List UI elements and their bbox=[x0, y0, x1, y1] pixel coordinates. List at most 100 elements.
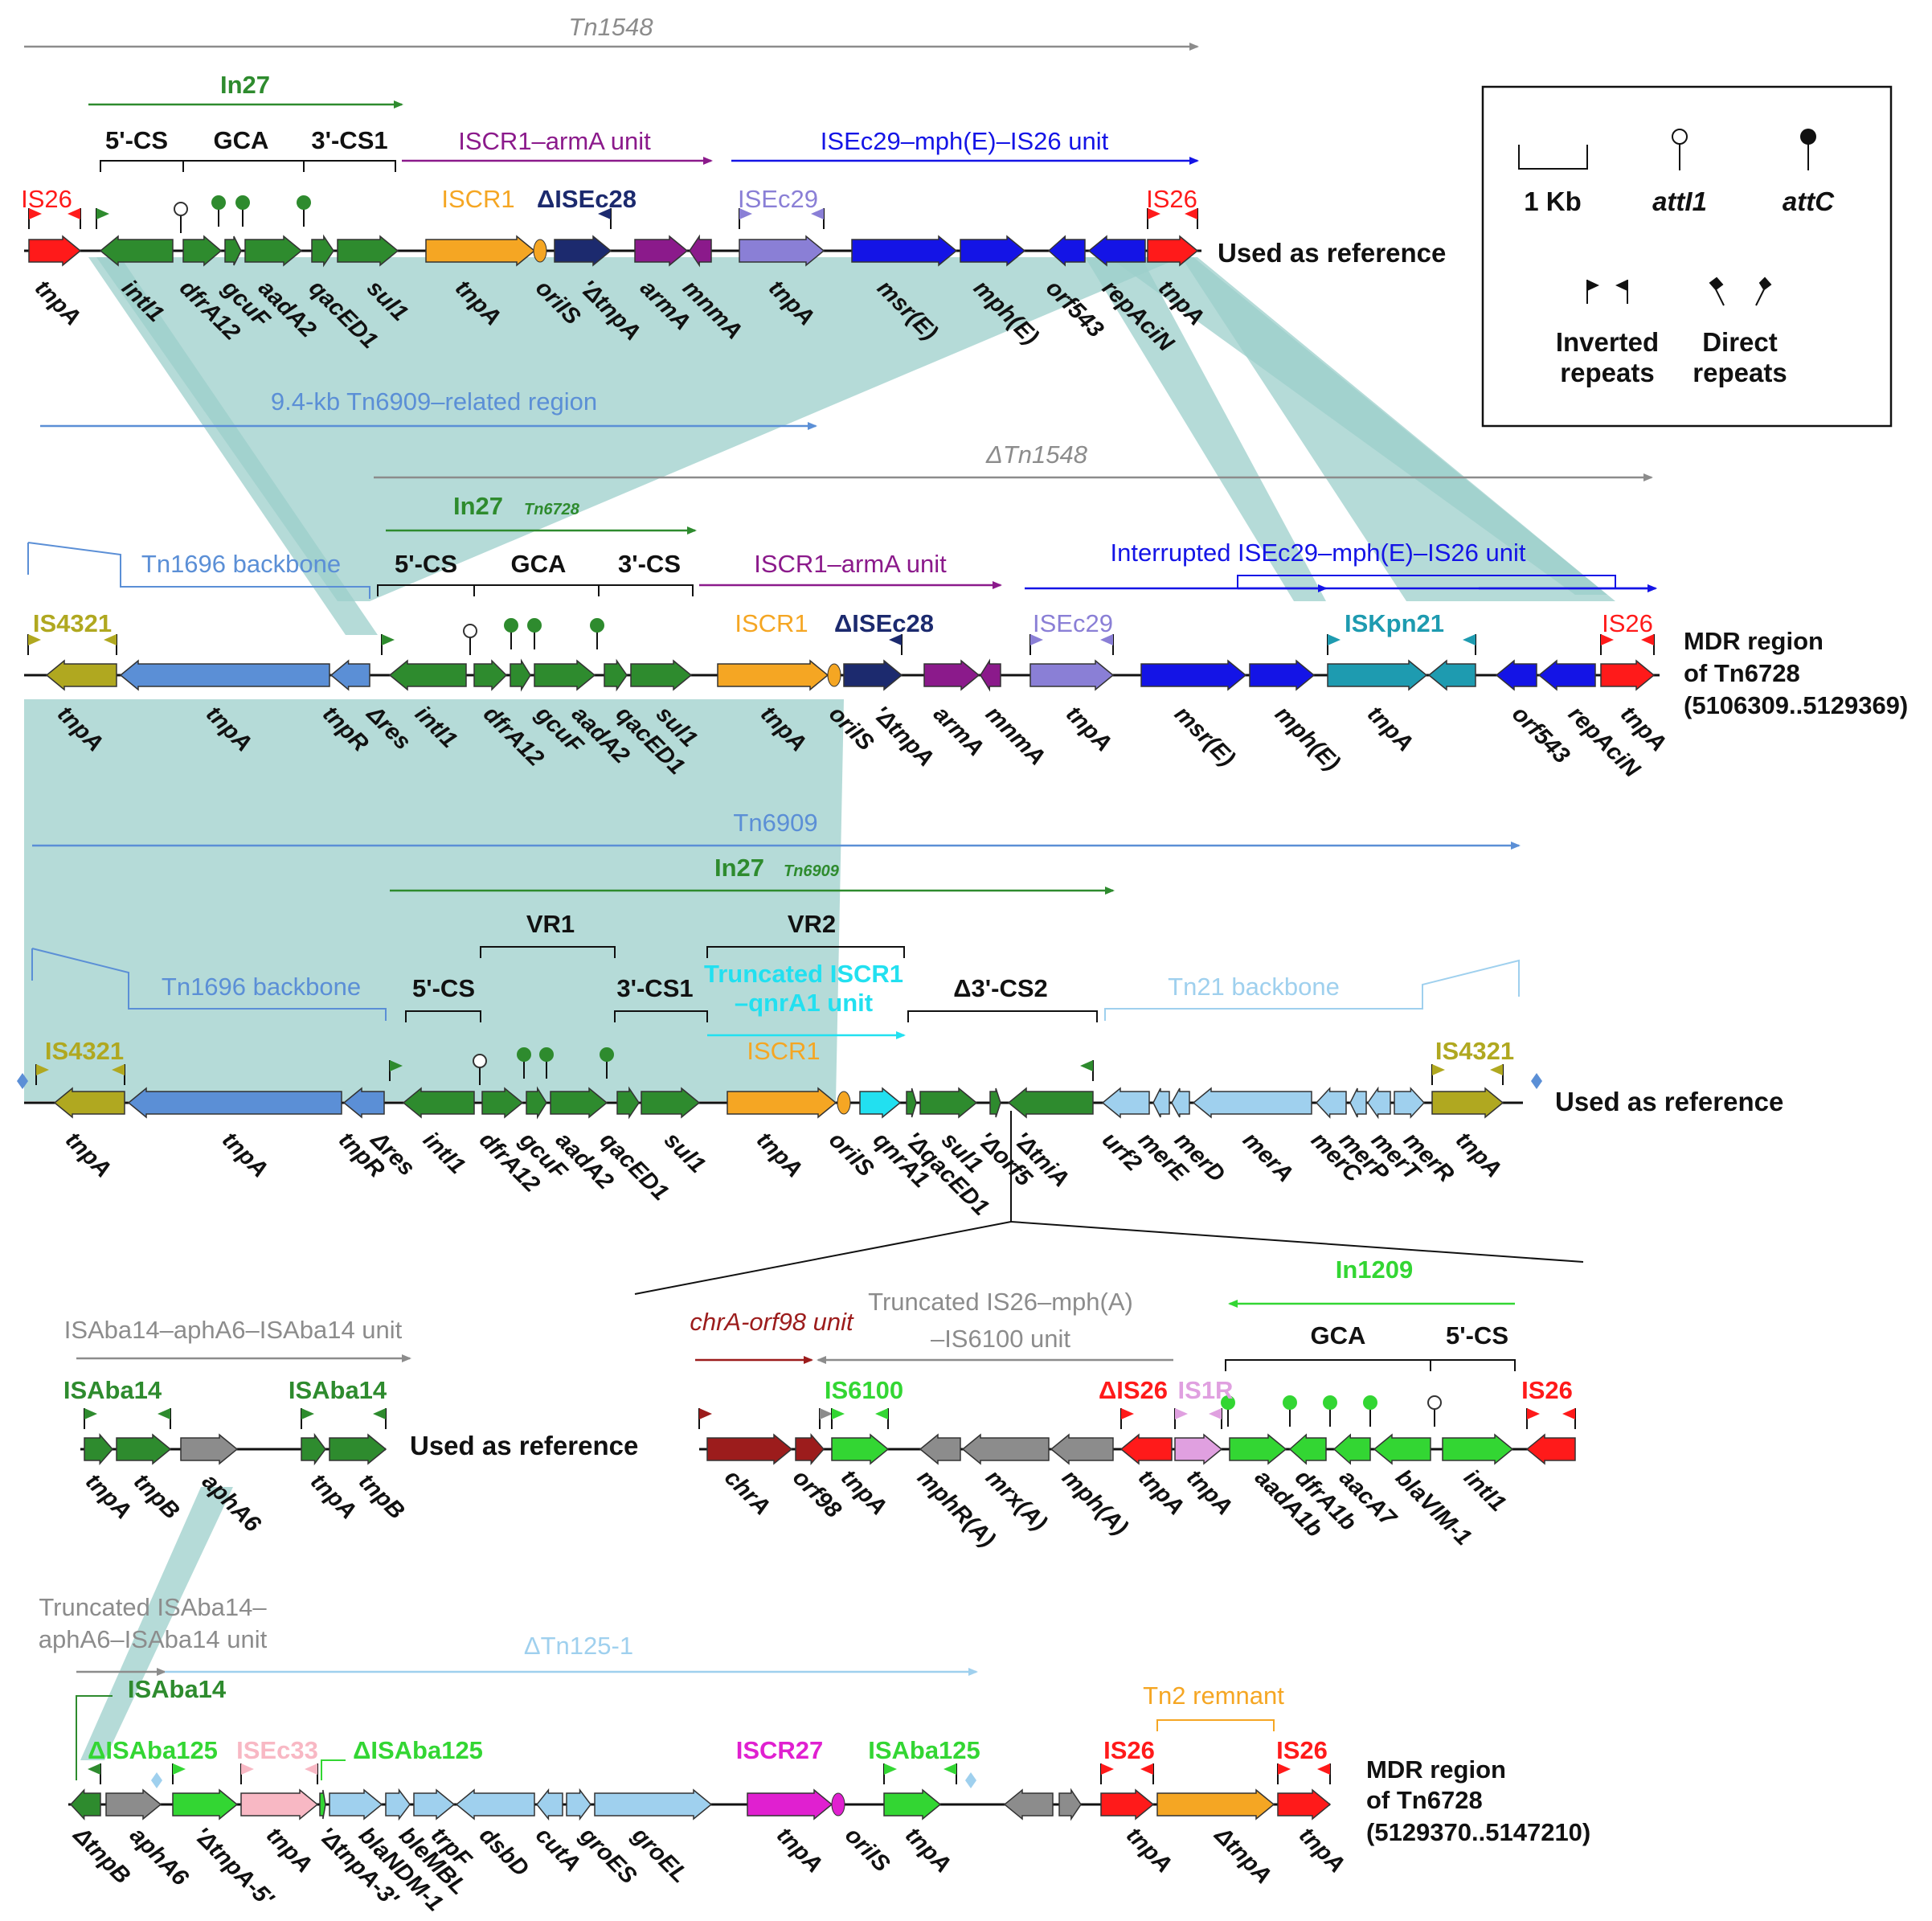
gene-arrow bbox=[116, 1433, 172, 1465]
label: IS26 bbox=[1602, 609, 1653, 637]
gene-arrow bbox=[1600, 659, 1656, 691]
direct-repeat bbox=[965, 1772, 976, 1788]
label: MDR region bbox=[1684, 627, 1824, 655]
oriIS-mark bbox=[831, 1792, 845, 1817]
flag bbox=[301, 1408, 314, 1419]
bracket bbox=[100, 160, 184, 172]
gene-arrow bbox=[1427, 659, 1476, 691]
flag bbox=[112, 1064, 125, 1075]
label: ISCR1 bbox=[747, 1037, 820, 1065]
label: GCA bbox=[1311, 1321, 1366, 1350]
gene-arrow bbox=[961, 1433, 1050, 1465]
label: ISAba14 bbox=[63, 1376, 162, 1404]
gene-name: tnpA bbox=[80, 1468, 136, 1524]
oriIS-mark bbox=[837, 1091, 851, 1115]
gene-arrow bbox=[1288, 1433, 1327, 1465]
gene-arrow bbox=[1087, 235, 1146, 267]
zoom-line bbox=[1010, 1221, 1584, 1263]
direct-repeat bbox=[1531, 1073, 1542, 1089]
gene-arrow bbox=[385, 1788, 411, 1821]
gene-arrow bbox=[616, 1086, 640, 1120]
gene-arrow bbox=[919, 1433, 961, 1465]
gene-arrow bbox=[566, 1788, 591, 1821]
atti1-site bbox=[174, 202, 188, 216]
gene-arrow bbox=[630, 659, 693, 691]
bracket bbox=[907, 1010, 1098, 1022]
gene-arrow bbox=[1047, 235, 1086, 267]
gene-name: chrA bbox=[719, 1464, 775, 1520]
tn1696-bracket bbox=[31, 948, 387, 1021]
gene-arrow bbox=[1315, 1087, 1347, 1119]
gene-arrow bbox=[413, 1788, 456, 1821]
gene-arrow bbox=[1349, 1087, 1367, 1118]
flag bbox=[68, 208, 80, 219]
label: GCA bbox=[214, 126, 269, 154]
gene-arrow bbox=[641, 1087, 701, 1119]
gene-name: tnpA bbox=[305, 1468, 361, 1524]
label: 3'-CS bbox=[618, 550, 681, 578]
gene-name: tnpA bbox=[217, 1127, 272, 1182]
label: IS1R bbox=[1178, 1376, 1234, 1404]
flag bbox=[84, 1408, 97, 1419]
gene-arrow bbox=[105, 1788, 162, 1821]
gene-arrow bbox=[455, 1788, 535, 1821]
bracket bbox=[1156, 1719, 1275, 1731]
atti1-label: attI1 bbox=[1652, 186, 1707, 216]
legend-frame bbox=[1481, 85, 1893, 428]
flag bbox=[1100, 634, 1113, 645]
gene-arrow bbox=[402, 1087, 475, 1119]
gene-arrow bbox=[224, 236, 242, 266]
gene-arrow bbox=[1101, 1087, 1150, 1119]
label: 9.4-kb Tn6909–related region bbox=[271, 387, 597, 416]
label: –qnrA1 unit bbox=[735, 989, 873, 1017]
flag bbox=[598, 208, 611, 219]
label: Tn1548 bbox=[568, 13, 653, 41]
scale-bar bbox=[1518, 145, 1588, 170]
gene-arrow bbox=[1100, 1788, 1155, 1821]
label: ISEc29 bbox=[1033, 609, 1113, 637]
gene-arrow bbox=[240, 1788, 319, 1821]
flag bbox=[28, 634, 41, 645]
gene-name: merA bbox=[1238, 1127, 1298, 1187]
flag bbox=[1185, 208, 1197, 219]
gene-arrow bbox=[84, 1433, 113, 1465]
tn1696-bracket bbox=[27, 542, 370, 599]
label: In27 bbox=[220, 71, 270, 99]
gene-arrow bbox=[706, 1433, 793, 1465]
gene-name: tnpA bbox=[1133, 1464, 1189, 1520]
gene-name: groES bbox=[574, 1822, 641, 1890]
flag bbox=[382, 634, 395, 645]
direct-repeat bbox=[17, 1073, 28, 1089]
gene-name: msr(E) bbox=[1169, 701, 1240, 772]
label: Tn1696 backbone bbox=[162, 973, 361, 1001]
gene-arrow bbox=[1156, 1788, 1275, 1821]
gene-arrow bbox=[1327, 659, 1428, 691]
attc-site bbox=[211, 195, 226, 210]
gene-name: ΔtnpA bbox=[1209, 1822, 1276, 1890]
flag bbox=[36, 1064, 49, 1075]
gene-arrow bbox=[1394, 1087, 1426, 1119]
tn21-bracket bbox=[1104, 959, 1520, 1021]
flag bbox=[699, 1408, 712, 1419]
gene-name: tnpA bbox=[30, 275, 85, 330]
flag bbox=[158, 1408, 170, 1419]
inverted-label: Inverted bbox=[1556, 327, 1659, 357]
bracket bbox=[1430, 1359, 1516, 1371]
gene-arrow bbox=[1007, 1087, 1094, 1119]
label: (5129370..5147210) bbox=[1366, 1818, 1590, 1846]
gene-arrows bbox=[28, 234, 1656, 1821]
gene-arrow bbox=[1277, 1788, 1332, 1821]
label: ISEc33 bbox=[236, 1736, 318, 1764]
label: Truncated ISAba14– bbox=[39, 1593, 267, 1621]
gene-name: oriIS bbox=[824, 1127, 879, 1182]
label: ΔTn1548 bbox=[985, 440, 1088, 469]
flag bbox=[29, 208, 42, 219]
gene-arrow bbox=[843, 659, 903, 691]
dr-icon-left bbox=[1709, 276, 1725, 306]
gene-arrow bbox=[301, 1432, 326, 1466]
gene-name: tnpA bbox=[1451, 1127, 1506, 1182]
bracket bbox=[706, 946, 905, 958]
gene-arrow bbox=[182, 235, 223, 267]
atti1-site bbox=[473, 1054, 487, 1068]
